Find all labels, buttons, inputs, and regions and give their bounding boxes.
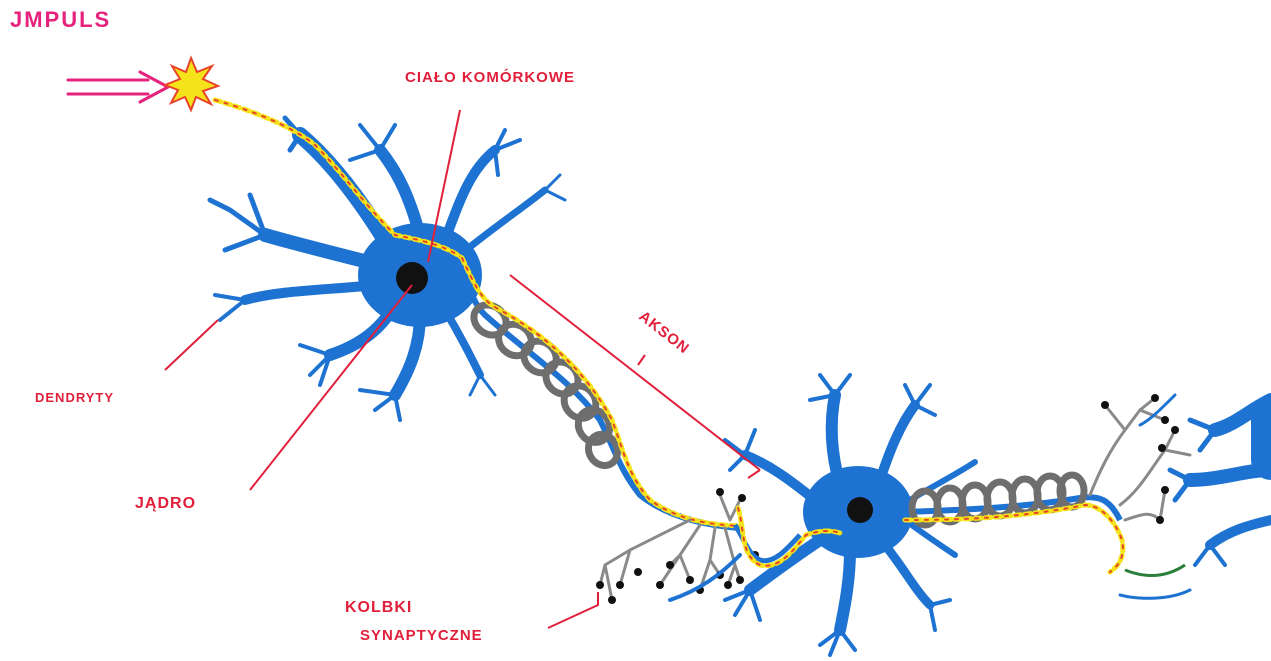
synaptic-knobs-1 <box>596 488 759 604</box>
myelin-sheath <box>468 299 623 471</box>
nucleus-2 <box>847 497 873 523</box>
axon-1 <box>462 258 742 528</box>
label-cialo-komorkowe: CIAŁO KOMÓRKOWE <box>405 68 575 86</box>
label-kolbki: KOLBKI <box>345 599 412 616</box>
diagram-title: JMPULS <box>10 7 111 32</box>
label-jadro: JĄDRO <box>135 495 196 512</box>
label-akson: AKSON <box>636 308 693 358</box>
starburst-icon <box>165 58 218 110</box>
label-dendryty: DENDRYTY <box>35 390 114 405</box>
double-arrow-icon <box>68 72 168 102</box>
third-neuron-partial <box>1120 395 1271 598</box>
axon-2 <box>905 475 1185 575</box>
label-synaptyczne: SYNAPTYCZNE <box>360 627 483 644</box>
second-neuron <box>670 375 975 655</box>
nucleus <box>396 262 428 294</box>
first-neuron <box>210 118 565 420</box>
